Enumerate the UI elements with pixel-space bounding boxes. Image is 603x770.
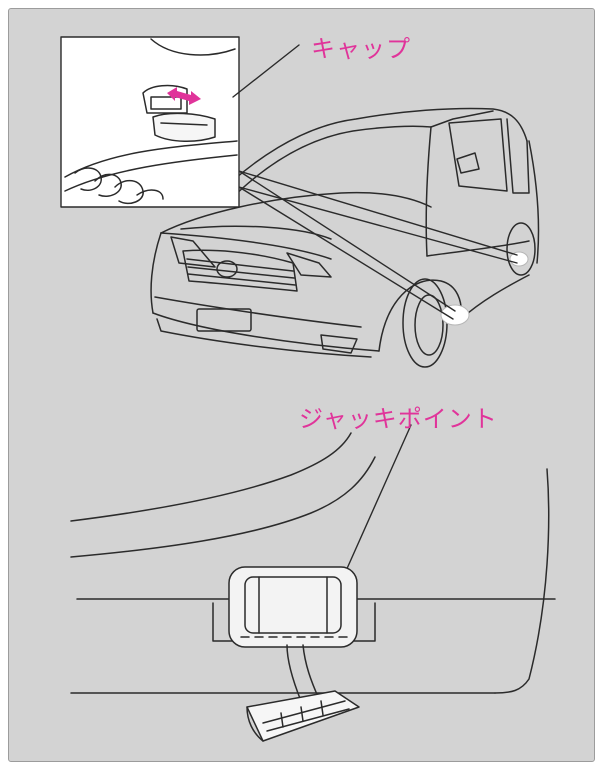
inset-leader-lines <box>238 170 518 320</box>
cap-detail-inset <box>60 36 240 208</box>
cap-label: キャップ <box>311 35 411 63</box>
pink-double-arrow-icon <box>167 87 201 105</box>
cap-callout-line <box>232 44 300 98</box>
diagram-frame: キャップ ジャッキポイント <box>8 8 595 762</box>
jack-point-label: ジャッキポイント <box>299 405 498 433</box>
car-illustration <box>150 107 540 368</box>
jack-point-closeup <box>70 432 556 742</box>
jack-point-diagram <box>60 36 556 742</box>
jack-point-callout-line <box>336 424 412 592</box>
